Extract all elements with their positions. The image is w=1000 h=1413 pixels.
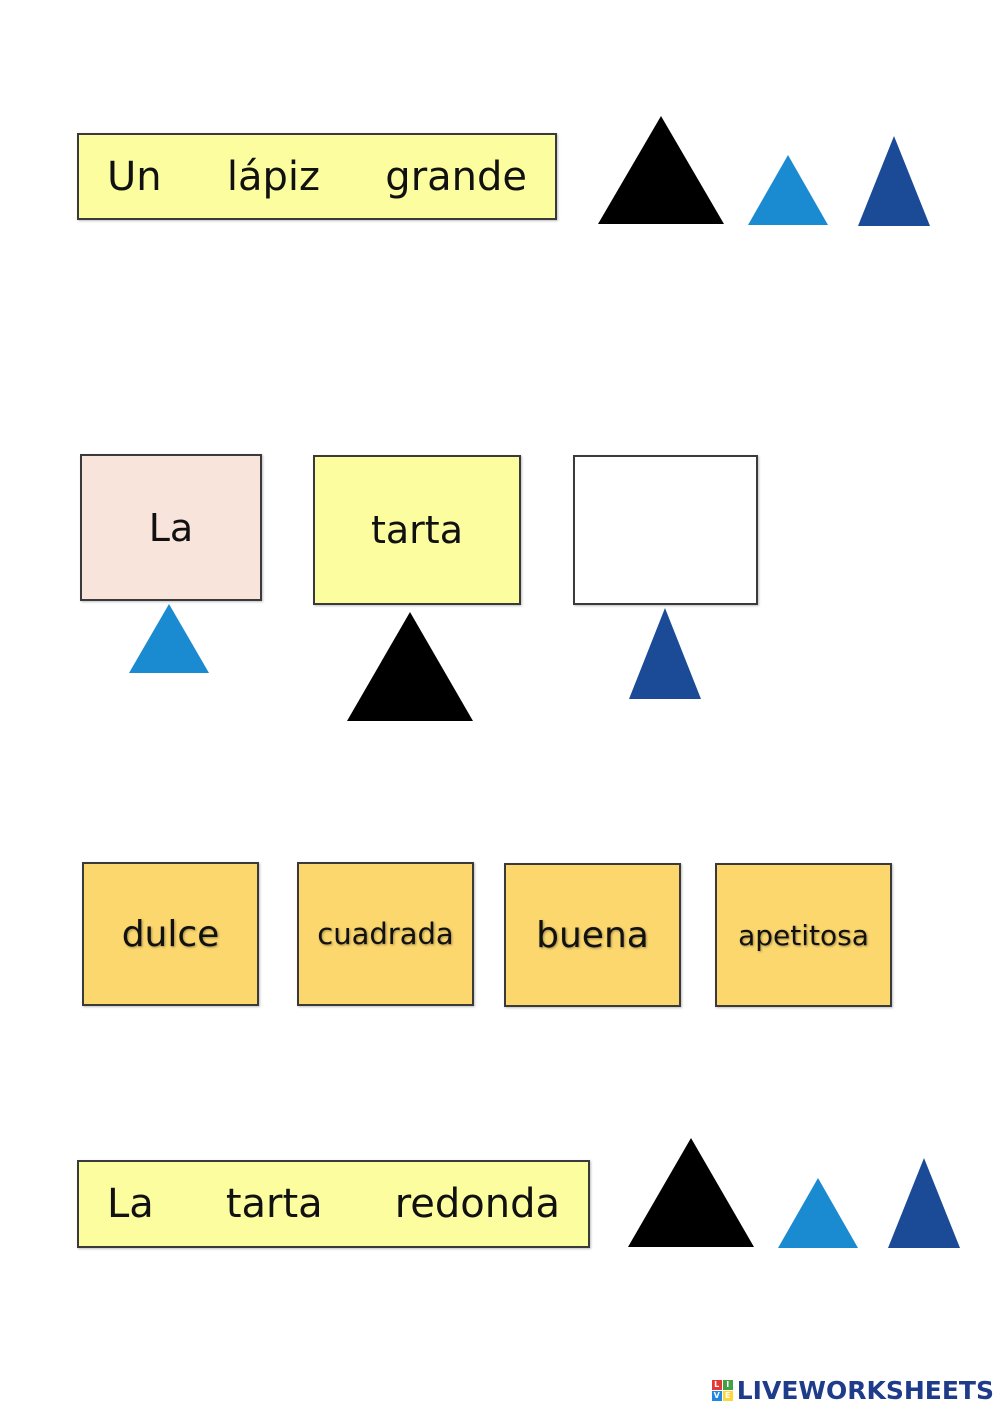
option-label: dulce [121,913,220,955]
dark-blue-triangle-icon [629,608,701,699]
phrase-word: Un [107,153,162,200]
phrase-word: La [107,1181,154,1227]
option-label: cuadrada [317,917,454,951]
option-label: buena [536,914,649,956]
black-triangle-icon [628,1138,754,1247]
adjective-drop-zone[interactable] [573,455,758,605]
light-blue-triangle-icon [778,1178,858,1248]
dark-blue-triangle-icon [858,136,930,226]
liveworksheets-logo-icon: L I V E [711,1380,733,1401]
light-blue-triangle-icon [748,155,828,225]
option-card-apetitosa[interactable]: apetitosa [715,863,892,1007]
option-label: apetitosa [738,918,869,952]
phrase-word: grande [385,153,527,200]
phrase-box-2: La tarta redonda [77,1160,590,1248]
phrase-word: lápiz [226,153,321,200]
card-label: tarta [371,508,463,552]
option-card-cuadrada[interactable]: cuadrada [297,862,474,1006]
logo-text: LIVEWORKSHEETS [736,1376,994,1405]
phrase-word: tarta [225,1181,323,1227]
black-triangle-icon [347,612,473,721]
noun-card: tarta [313,455,521,605]
black-triangle-icon [598,116,724,224]
article-card: La [80,454,262,601]
option-card-dulce[interactable]: dulce [82,862,259,1006]
phrase-word: redonda [394,1181,560,1227]
card-label: La [148,505,194,550]
liveworksheets-logo: L I V E LIVEWORKSHEETS [711,1376,994,1405]
light-blue-triangle-icon [129,604,209,673]
dark-blue-triangle-icon [888,1158,960,1248]
option-card-buena[interactable]: buena [504,863,681,1007]
phrase-box-1: Un lápiz grande [77,133,557,220]
